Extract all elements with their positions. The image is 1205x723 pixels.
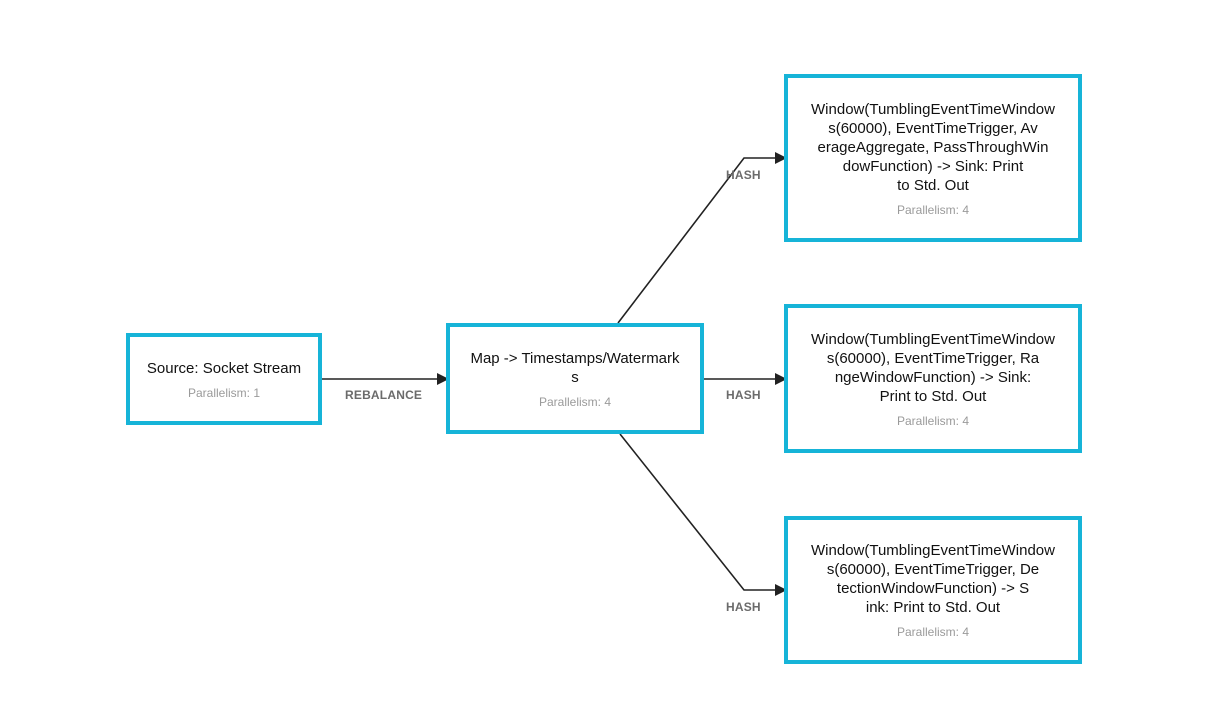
node-title: Window(TumblingEventTimeWindow s(60000),…	[811, 330, 1055, 405]
edge-label-hash-1: HASH	[726, 168, 761, 182]
node-map[interactable]: Map -> Timestamps/Watermark s Parallelis…	[446, 323, 704, 434]
node-window-average[interactable]: Window(TumblingEventTimeWindow s(60000),…	[784, 74, 1082, 242]
node-title: Source: Socket Stream	[146, 359, 302, 377]
arrowhead-icon	[775, 584, 787, 596]
node-parallelism: Parallelism: 1	[187, 385, 261, 400]
edge-label-hash-2: HASH	[726, 388, 761, 402]
node-title: Window(TumblingEventTimeWindow s(60000),…	[811, 100, 1055, 194]
edge-label-hash-3: HASH	[726, 600, 761, 614]
node-parallelism: Parallelism: 4	[538, 394, 612, 409]
edge-map-window1	[617, 157, 778, 324]
arrowhead-icon	[437, 373, 449, 385]
node-title: Window(TumblingEventTimeWindow s(60000),…	[811, 542, 1055, 616]
arrowhead-icon	[775, 152, 787, 164]
node-window-range[interactable]: Window(TumblingEventTimeWindow s(60000),…	[784, 304, 1082, 453]
arrowhead-icon	[775, 373, 787, 385]
node-title: Map -> Timestamps/Watermark s	[470, 349, 680, 386]
node-parallelism: Parallelism: 4	[896, 413, 970, 428]
edge-map-window3	[619, 433, 778, 591]
node-parallelism: Parallelism: 4	[896, 625, 970, 639]
node-source[interactable]: Source: Socket Stream Parallelism: 1	[126, 333, 322, 425]
edge-label-rebalance: REBALANCE	[345, 388, 423, 402]
node-window-detection[interactable]: Window(TumblingEventTimeWindow s(60000),…	[784, 516, 1082, 664]
node-parallelism: Parallelism: 4	[896, 202, 970, 217]
